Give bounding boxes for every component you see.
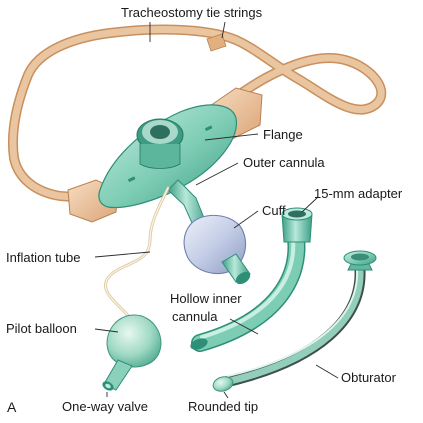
label-hollow-inner-line2: cannula bbox=[172, 309, 218, 324]
figure-letter: A bbox=[7, 399, 17, 415]
leader-cuff bbox=[234, 211, 258, 228]
fifteen-mm-adapter bbox=[282, 208, 312, 242]
leader-rounded-tip bbox=[224, 392, 228, 398]
label-one-way-valve: One-way valve bbox=[62, 399, 148, 414]
one-way-valve bbox=[101, 360, 132, 392]
label-inflation-tube: Inflation tube bbox=[6, 250, 80, 265]
label-pilot-balloon: Pilot balloon bbox=[6, 321, 77, 336]
cuff bbox=[184, 215, 252, 286]
label-flange: Flange bbox=[263, 127, 303, 142]
label-tie-strings: Tracheostomy tie strings bbox=[121, 5, 263, 20]
pilot-balloon bbox=[107, 315, 161, 367]
leader-obturator bbox=[316, 365, 338, 378]
label-15mm-adapter: 15-mm adapter bbox=[314, 186, 403, 201]
label-cuff: Cuff bbox=[262, 203, 286, 218]
label-outer-cannula: Outer cannula bbox=[243, 155, 325, 170]
label-hollow-inner-line1: Hollow inner bbox=[170, 291, 242, 306]
label-obturator: Obturator bbox=[341, 370, 397, 385]
label-rounded-tip: Rounded tip bbox=[188, 399, 258, 414]
